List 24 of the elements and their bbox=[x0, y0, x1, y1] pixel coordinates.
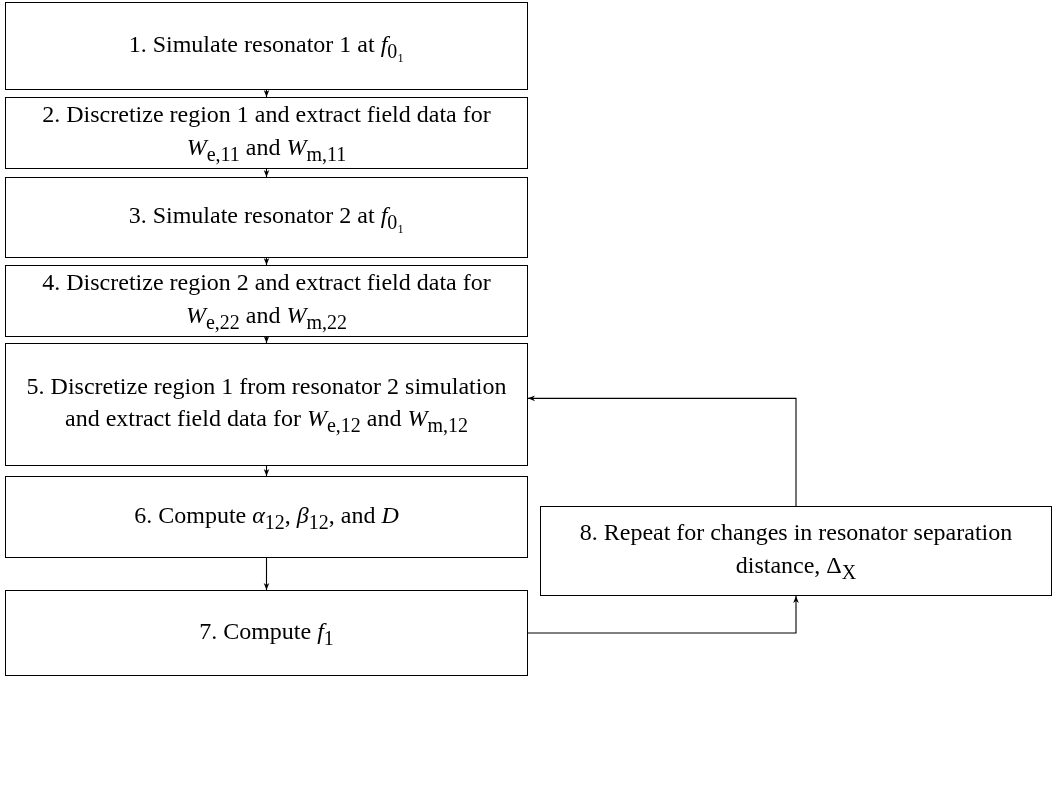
step-text: 2. Discretize region 1 and extract field data for W$_{e,11}$ and W$_{m,11}$ bbox=[41, 100, 492, 167]
arrow bbox=[527, 595, 799, 634]
process-box bbox=[5, 177, 528, 258]
process-box bbox=[5, 97, 528, 169]
arrow bbox=[263, 557, 270, 591]
arrow bbox=[263, 336, 270, 344]
step-text: 6. Compute α$_{12}$, β$_{12}$, and D bbox=[134, 500, 399, 535]
arrow bbox=[263, 89, 270, 98]
step-text: 8. Repeat for changes in resonator separation distance, Δ$_{X}$ bbox=[578, 518, 1014, 585]
process-box bbox=[5, 2, 528, 90]
arrow bbox=[263, 168, 270, 178]
arrow bbox=[263, 465, 270, 477]
process-box bbox=[5, 265, 528, 337]
process-box bbox=[5, 476, 528, 558]
step-text: 5. Discretize region 1 from resonator 2 simulation and extract field data for W$_{e,12}$ and W$_{m,12}$ bbox=[25, 371, 508, 439]
process-box bbox=[540, 506, 1052, 596]
step-text: 1. Simulate resonator 1 at f$_{0₁}$ bbox=[128, 29, 405, 64]
step-text: 7. Compute f$_{1}$ bbox=[199, 616, 334, 651]
arrow bbox=[263, 257, 270, 266]
arrow bbox=[527, 395, 797, 507]
step-text: 3. Simulate resonator 2 at f$_{0₁}$ bbox=[128, 201, 405, 235]
process-box bbox=[5, 343, 528, 466]
step-text: 4. Discretize region 2 and extract field data for W$_{e,22}$ and W$_{m,22}$ bbox=[41, 268, 492, 335]
process-box bbox=[5, 590, 528, 676]
